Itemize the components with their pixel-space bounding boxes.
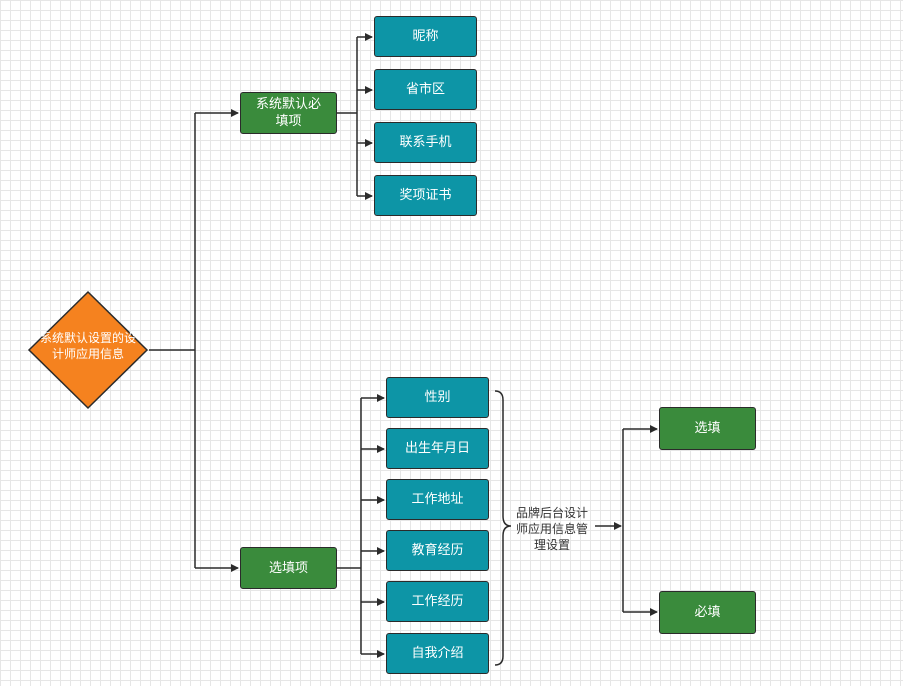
required-item-label: 省市区 (405, 82, 445, 97)
optional-item-work-address: 工作地址 (386, 479, 489, 520)
curly-brace (494, 390, 512, 666)
optional-item-label: 出生年月日 (404, 441, 470, 456)
optional-item-gender: 性别 (386, 377, 489, 418)
required-item-label: 奖项证书 (399, 188, 452, 203)
optional-group-node: 选填项 (240, 547, 337, 589)
root-label: 系统默认设置的设计师应用信息 (39, 331, 136, 361)
required-item-label: 联系手机 (399, 135, 452, 150)
optional-item-intro: 自我介绍 (386, 633, 489, 674)
optional-item-label: 工作地址 (411, 492, 464, 507)
root-node: 系统默认设置的设计师应用信息 (27, 290, 149, 410)
required-group-node: 系统默认必填项 (240, 92, 337, 134)
optional-group-label: 选填项 (268, 560, 308, 576)
required-item-award: 奖项证书 (374, 175, 477, 216)
required-item-nickname: 昵称 (374, 16, 477, 57)
setting-required-label: 必填 (694, 605, 721, 620)
optional-item-label: 教育经历 (411, 543, 464, 558)
optional-item-work-history: 工作经历 (386, 581, 489, 622)
setting-required-node: 必填 (659, 591, 756, 634)
required-group-label: 系统默认必填项 (255, 97, 321, 129)
required-item-region: 省市区 (374, 69, 477, 110)
setting-optional-label: 选填 (694, 421, 721, 436)
required-item-label: 昵称 (412, 29, 439, 44)
required-item-phone: 联系手机 (374, 122, 477, 163)
optional-item-label: 自我介绍 (411, 646, 464, 661)
optional-item-label: 工作经历 (411, 594, 464, 609)
optional-item-label: 性别 (424, 390, 451, 405)
optional-item-birthday: 出生年月日 (386, 428, 489, 469)
brand-settings-note: 品牌后台设计师应用信息管理设置 (515, 506, 588, 552)
optional-item-education: 教育经历 (386, 530, 489, 571)
setting-optional-node: 选填 (659, 407, 756, 450)
root-diamond-shape (27, 290, 149, 410)
